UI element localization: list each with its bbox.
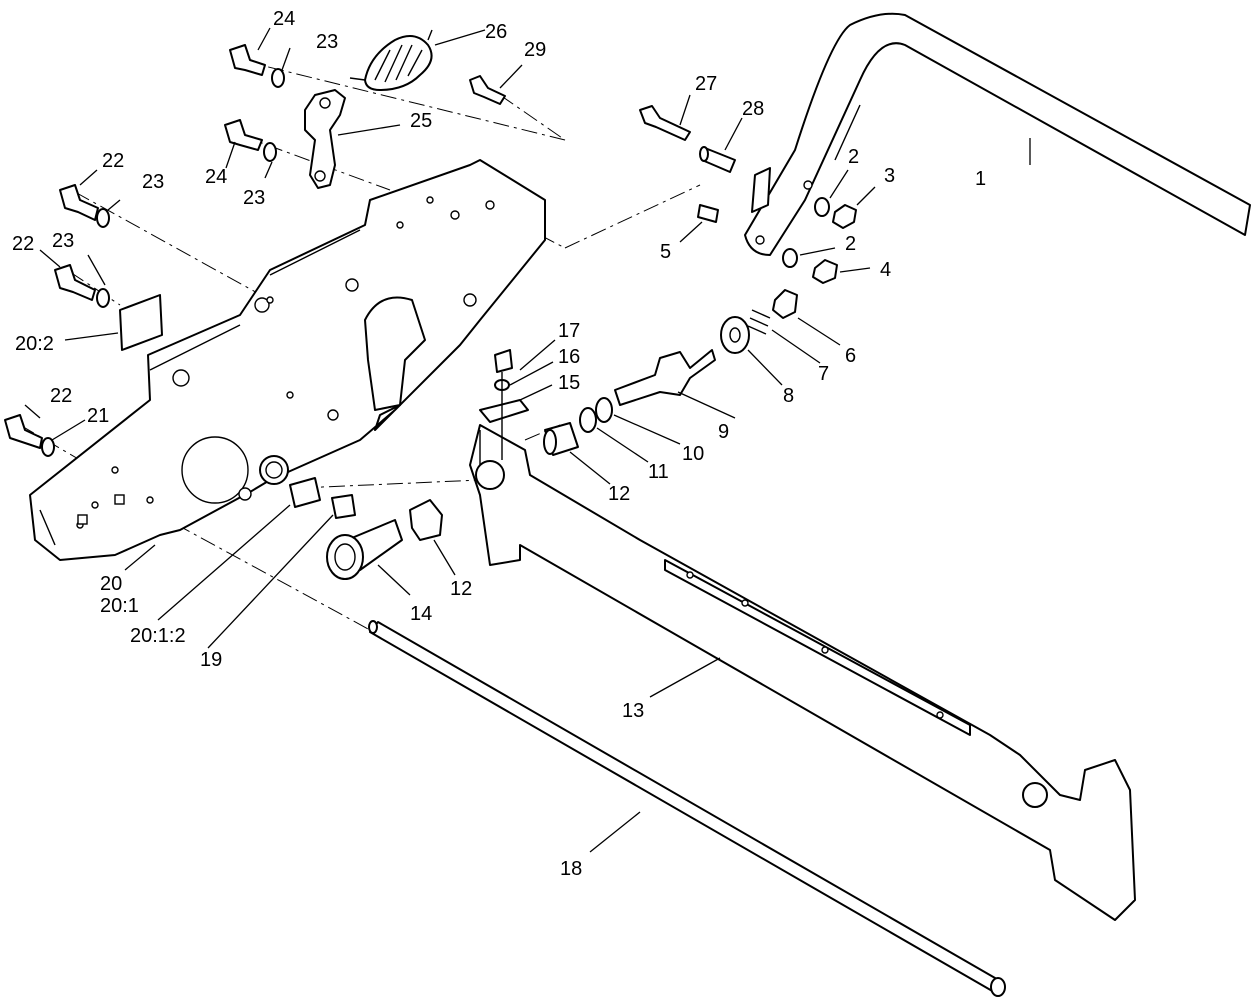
callout-24: 24 bbox=[205, 166, 227, 188]
callout-8: 8 bbox=[783, 385, 794, 407]
handle-1 bbox=[744, 12, 1251, 256]
callout-9: 9 bbox=[718, 421, 729, 443]
callout-19: 19 bbox=[200, 649, 222, 671]
callout-23: 23 bbox=[142, 171, 164, 193]
side-plate-20 bbox=[29, 159, 546, 561]
callout-13: 13 bbox=[622, 700, 644, 722]
leader-lines bbox=[24, 27, 1031, 853]
callout-12: 12 bbox=[608, 483, 630, 505]
callout-23: 23 bbox=[316, 31, 338, 53]
rod-18 bbox=[368, 620, 1006, 997]
callout-26: 26 bbox=[485, 21, 507, 43]
hardware bbox=[4, 29, 857, 580]
callout-24: 24 bbox=[273, 8, 295, 30]
callout-27: 27 bbox=[695, 73, 717, 95]
callout-20-2: 20:2 bbox=[15, 333, 54, 355]
callout-28: 28 bbox=[742, 98, 764, 120]
callout-labels: 1 2 3 2 4 5 6 7 8 9 10 11 12 12 13 14 15… bbox=[12, 8, 986, 880]
callout-23: 23 bbox=[243, 187, 265, 209]
callout-12: 12 bbox=[450, 578, 472, 600]
callout-1: 1 bbox=[975, 168, 986, 190]
frame-13 bbox=[469, 424, 1136, 921]
callout-11: 11 bbox=[648, 461, 669, 483]
callout-3: 3 bbox=[884, 165, 895, 187]
callout-22: 22 bbox=[102, 150, 124, 172]
callout-25: 25 bbox=[410, 110, 432, 132]
callout-17: 17 bbox=[558, 320, 580, 342]
plate-20-2 bbox=[119, 294, 163, 351]
callout-18: 18 bbox=[560, 858, 582, 880]
callout-22: 22 bbox=[12, 233, 34, 255]
callout-14: 14 bbox=[410, 603, 432, 625]
callout-21: 21 bbox=[87, 405, 109, 427]
callout-16: 16 bbox=[558, 346, 580, 368]
callout-20: 20 bbox=[100, 573, 122, 595]
callout-10: 10 bbox=[682, 443, 704, 465]
callout-22: 22 bbox=[50, 385, 72, 407]
callout-2: 2 bbox=[848, 146, 859, 168]
callout-15: 15 bbox=[558, 372, 580, 394]
callout-2: 2 bbox=[845, 233, 856, 255]
callout-4: 4 bbox=[880, 259, 891, 281]
callout-5: 5 bbox=[660, 241, 671, 263]
callout-29: 29 bbox=[524, 39, 546, 61]
callout-23: 23 bbox=[52, 230, 74, 252]
callout-20-1-2: 20:1:2 bbox=[130, 625, 186, 647]
callout-7: 7 bbox=[818, 363, 829, 385]
callout-6: 6 bbox=[845, 345, 856, 367]
callout-20-1: 20:1 bbox=[100, 595, 139, 617]
